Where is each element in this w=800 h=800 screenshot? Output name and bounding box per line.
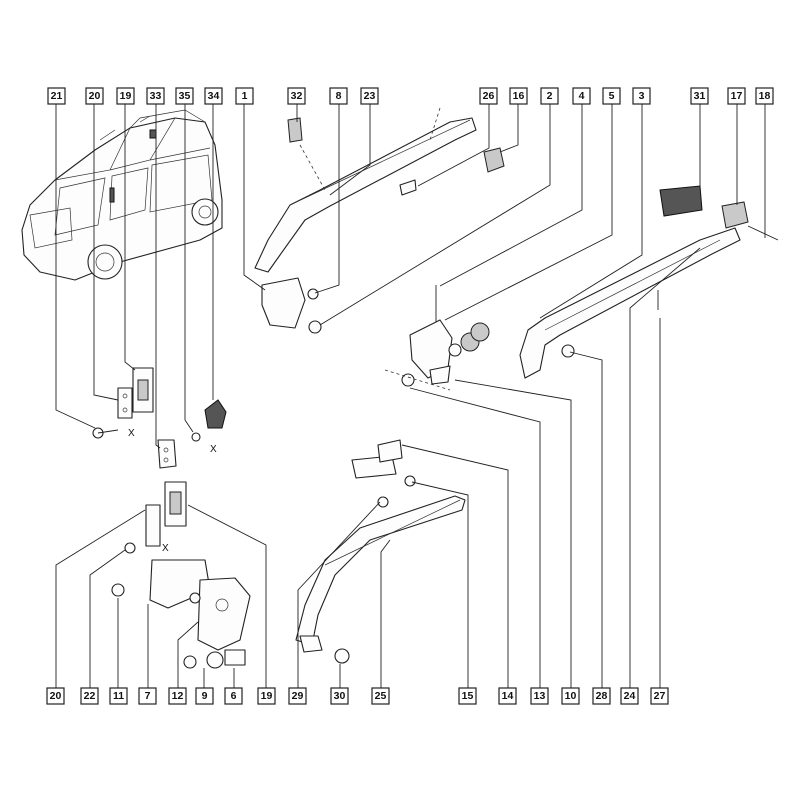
callout-label: 25: [371, 687, 390, 705]
svg-text:22: 22: [84, 690, 96, 702]
callout-label: 12: [168, 687, 187, 705]
svg-text:18: 18: [759, 90, 771, 102]
svg-text:26: 26: [483, 90, 495, 102]
hinge-assembly-lower: [111, 481, 251, 669]
svg-text:34: 34: [208, 90, 220, 102]
roller-carriage: [384, 285, 490, 391]
svg-text:29: 29: [292, 690, 304, 702]
callout-label: 24: [620, 687, 639, 705]
callout-row-top: 21 20 19 33 35 34 1 32 8 23 26 16 2 4 5 …: [47, 87, 774, 105]
hinge-assembly-upper: [92, 367, 227, 469]
callout-label: 27: [650, 687, 669, 705]
callout-label: 32: [287, 87, 306, 105]
callout-label: 31: [690, 87, 709, 105]
callout-label: 4: [572, 87, 591, 105]
svg-text:11: 11: [113, 690, 124, 702]
callout-label: 5: [602, 87, 621, 105]
callout-label: 10: [561, 687, 580, 705]
callout-label: 28: [592, 687, 611, 705]
callout-label: 22: [80, 687, 99, 705]
callout-label: 7: [138, 687, 157, 705]
callout-label: 3: [632, 87, 651, 105]
svg-text:23: 23: [364, 90, 376, 102]
svg-text:32: 32: [291, 90, 303, 102]
callout-label: 20: [85, 87, 104, 105]
upper-guide-rail: [254, 107, 505, 334]
callout-label: 6: [224, 687, 243, 705]
svg-text:17: 17: [731, 90, 743, 102]
callout-row-bottom: 20 22 11 7 12 9 6 19 29 30 25 15 14 13 1…: [46, 687, 669, 705]
center-guide-rail: [519, 185, 779, 379]
svg-text:21: 21: [51, 90, 63, 102]
svg-text:15: 15: [462, 690, 474, 702]
axis-marker: X: [162, 543, 169, 554]
callout-label: 2: [540, 87, 559, 105]
svg-text:20: 20: [50, 690, 62, 702]
callout-label: 33: [146, 87, 165, 105]
svg-text:24: 24: [624, 690, 636, 702]
svg-text:4: 4: [579, 90, 585, 102]
callout-label: 19: [257, 687, 276, 705]
svg-text:27: 27: [654, 690, 666, 702]
callout-label: 14: [498, 687, 517, 705]
svg-text:20: 20: [89, 90, 101, 102]
callout-label: 1: [235, 87, 254, 105]
callout-label: 13: [530, 687, 549, 705]
lower-guide-rail: [295, 439, 466, 664]
leader-lines: [55, 104, 766, 688]
svg-text:2: 2: [547, 90, 553, 102]
callout-label: 18: [755, 87, 774, 105]
callout-label: 19: [116, 87, 135, 105]
callout-label: 35: [175, 87, 194, 105]
svg-text:14: 14: [502, 690, 514, 702]
svg-text:25: 25: [375, 690, 387, 702]
axis-marker: X: [210, 444, 217, 455]
vehicle-illustration: [21, 109, 223, 281]
svg-text:12: 12: [172, 690, 184, 702]
svg-text:3: 3: [639, 90, 645, 102]
svg-text:1: 1: [242, 90, 248, 102]
svg-text:33: 33: [150, 90, 162, 102]
callout-label: 26: [479, 87, 498, 105]
callout-label: 15: [458, 687, 477, 705]
svg-text:30: 30: [334, 690, 346, 702]
callout-label: 11: [109, 687, 128, 705]
svg-text:7: 7: [145, 690, 151, 702]
callout-label: 34: [204, 87, 223, 105]
svg-text:8: 8: [336, 90, 342, 102]
callout-label: 20: [46, 687, 65, 705]
svg-text:19: 19: [261, 690, 273, 702]
svg-text:10: 10: [565, 690, 577, 702]
callout-label: 16: [509, 87, 528, 105]
callout-label: 9: [195, 687, 214, 705]
callout-label: 21: [47, 87, 66, 105]
svg-text:35: 35: [179, 90, 191, 102]
callout-label: 23: [360, 87, 379, 105]
svg-text:16: 16: [513, 90, 525, 102]
svg-text:31: 31: [694, 90, 706, 102]
callout-label: 17: [727, 87, 746, 105]
callout-label: 8: [329, 87, 348, 105]
axis-marker: X: [128, 428, 135, 439]
svg-text:6: 6: [231, 690, 237, 702]
svg-text:13: 13: [534, 690, 546, 702]
svg-text:5: 5: [609, 90, 615, 102]
svg-text:9: 9: [202, 690, 208, 702]
svg-text:28: 28: [596, 690, 608, 702]
svg-text:19: 19: [120, 90, 132, 102]
callout-label: 29: [288, 687, 307, 705]
callout-label: 30: [330, 687, 349, 705]
